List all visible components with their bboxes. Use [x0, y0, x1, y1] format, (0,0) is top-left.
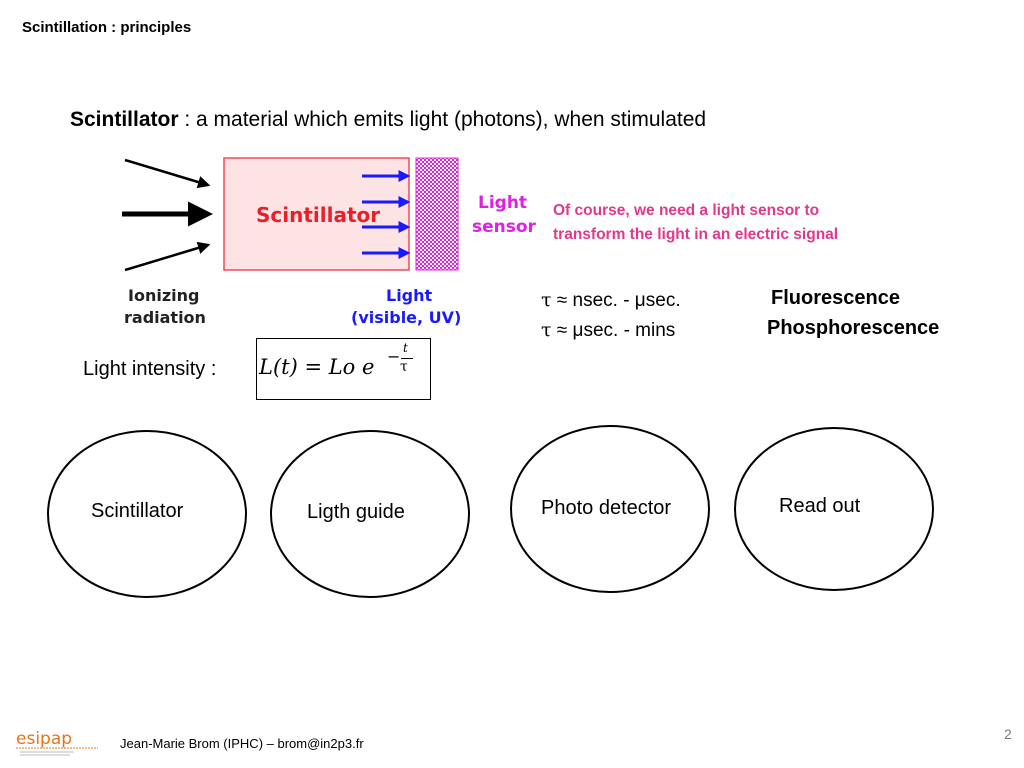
footer-author: Jean-Marie Brom (IPHC) – brom@in2p3.fr — [120, 736, 364, 751]
phenomenon-fluorescence: Fluorescence — [771, 287, 900, 309]
note-line-2: transform the light in an electric signa… — [553, 226, 839, 243]
exponent-minus: − — [387, 347, 401, 366]
ionizing-label-2: radiation — [124, 308, 206, 327]
definition-text: : a material which emits light (photons)… — [178, 108, 707, 131]
esipap-logo: esipap — [16, 729, 98, 756]
chain-label-light-guide: Ligth guide — [307, 501, 405, 523]
decay-range: ≈ nsec. - μsec. — [551, 290, 681, 311]
note-line-1: Of course, we need a light sensor to — [553, 202, 820, 219]
light-intensity-label: Light intensity : — [83, 358, 217, 380]
decay-range: ≈ μsec. - mins — [551, 320, 676, 341]
formula-box — [256, 338, 431, 400]
light-sensor — [415, 157, 459, 271]
detection-chain — [47, 425, 934, 598]
decay-row-phosphorescence: τ ≈ μsec. - mins — [541, 319, 675, 342]
chain-ellipse-read-out — [734, 427, 934, 591]
light-sensor-label-2: sensor — [472, 217, 537, 237]
tau-symbol: τ — [541, 289, 552, 311]
page-number: 2 — [1004, 726, 1012, 742]
light-sensor-note: Of course, we need a light sensor to tra… — [553, 199, 883, 247]
logo-text: esipap — [16, 729, 72, 749]
definition: Scintillator : a material which emits li… — [70, 108, 706, 132]
radiation-arrow-top — [124, 158, 211, 189]
ionizing-label-1: Ionizing — [128, 286, 199, 305]
tau-symbol: τ — [541, 319, 552, 341]
chain-label-read-out: Read out — [779, 495, 861, 517]
scintillator-diagram: Scintillator Light sensor Ionizing radia… — [122, 157, 537, 327]
phenomenon-phosphorescence: Phosphorescence — [767, 317, 940, 339]
chain-label-photo-detector: Photo detector — [541, 497, 672, 519]
fraction-bar — [401, 358, 413, 359]
light-output-label-1: Light — [386, 286, 433, 305]
formula-lhs: L(t) = Lo e — [259, 355, 375, 379]
light-output-label-2: (visible, UV) — [351, 308, 461, 327]
page-title: Scintillation : principles — [22, 19, 192, 36]
chain-ellipse-photo-detector — [510, 425, 710, 593]
light-sensor-label-1: Light — [478, 193, 527, 213]
chain-label-scintillator: Scintillator — [91, 500, 184, 522]
decay-row-fluorescence: τ ≈ nsec. - μsec. — [541, 289, 681, 312]
chain-ellipse-scintillator — [47, 430, 247, 598]
chain-ellipse-light-guide — [270, 430, 470, 598]
exponent-denominator: τ — [400, 359, 408, 375]
radiation-arrow-bottom — [124, 241, 211, 272]
exponent-numerator: t — [403, 341, 408, 355]
definition-term: Scintillator — [70, 108, 179, 131]
scintillator-box-label: Scintillator — [256, 203, 380, 227]
